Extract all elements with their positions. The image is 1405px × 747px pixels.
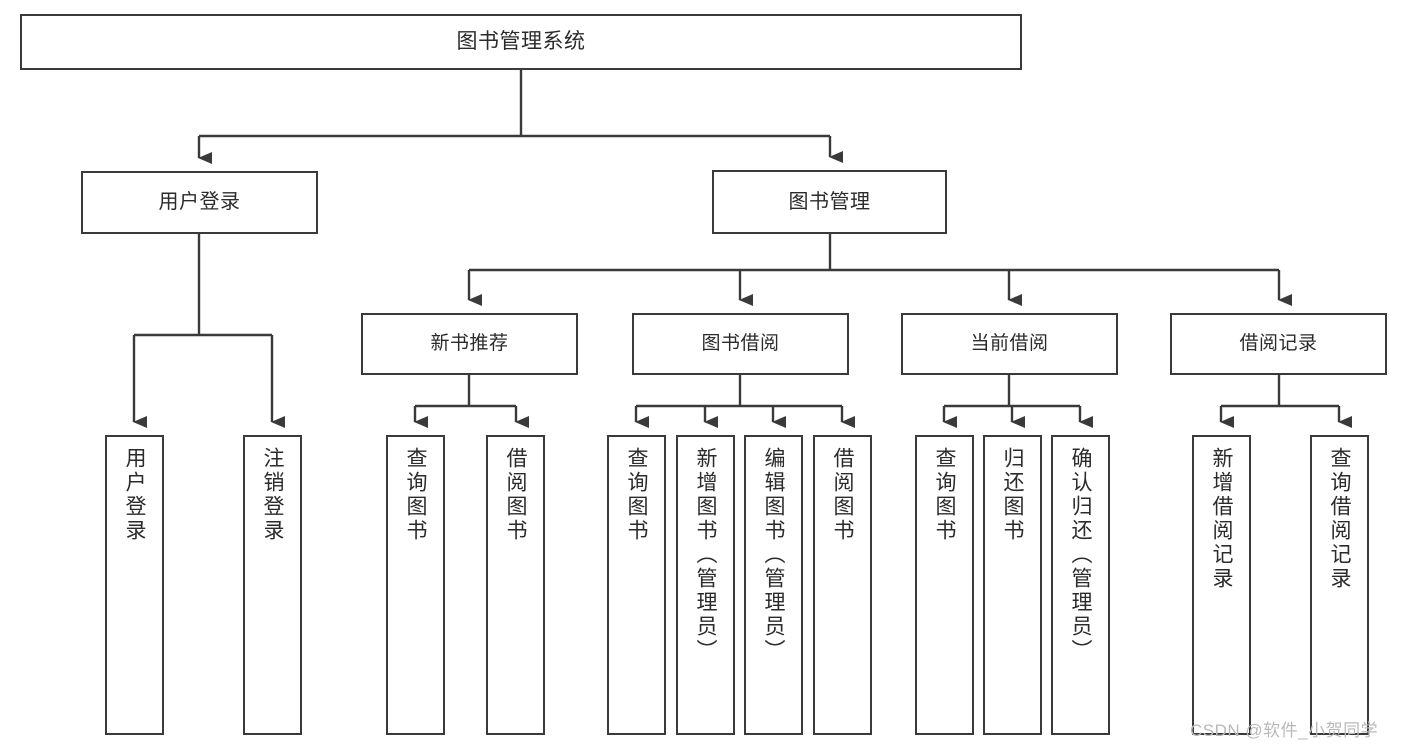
leaf-user-login[interactable]: 用户登录 [105,435,164,735]
node-book-borrow[interactable]: 图书借阅 [632,313,849,375]
node-root[interactable]: 图书管理系统 [20,14,1022,70]
node-borrow-record[interactable]: 借阅记录 [1170,313,1387,375]
leaf-add-borrow-record[interactable]: 新增借阅记录 [1192,435,1251,735]
leaf-borrow-book-recommend-label: 借阅图书 [504,447,527,543]
leaf-confirm-return-admin[interactable]: 确认归还（管理员） [1051,435,1110,735]
leaf-user-login-label: 用户登录 [123,447,146,543]
node-book-management[interactable]: 图书管理 [712,170,947,234]
node-user-login-label: 用户登录 [158,191,241,213]
leaf-confirm-return-admin-label: 确认归还（管理员） [1069,447,1092,663]
leaf-query-borrow-record[interactable]: 查询借阅记录 [1310,435,1369,735]
leaf-borrow-book[interactable]: 借阅图书 [813,435,872,735]
node-book-borrow-label: 图书借阅 [701,333,780,355]
node-root-label: 图书管理系统 [456,29,586,53]
leaf-edit-book-admin[interactable]: 编辑图书（管理员） [744,435,803,735]
node-current-borrow-label: 当前借阅 [970,333,1049,355]
leaf-logout-login[interactable]: 注销登录 [243,435,302,735]
leaf-query-book-recommend[interactable]: 查询图书 [386,435,445,735]
node-current-borrow[interactable]: 当前借阅 [901,313,1118,375]
leaf-query-book-current-label: 查询图书 [933,447,956,543]
leaf-query-book-borrow[interactable]: 查询图书 [607,435,666,735]
leaf-return-book-label: 归还图书 [1001,447,1024,543]
leaf-edit-book-admin-label: 编辑图书（管理员） [762,447,785,663]
node-book-management-label: 图书管理 [788,190,871,213]
csdn-watermark: CSDN @软件_小贺同学 [1190,721,1379,740]
leaf-add-book-admin-label: 新增图书（管理员） [694,447,717,663]
leaf-query-book-recommend-label: 查询图书 [404,447,427,543]
leaf-return-book[interactable]: 归还图书 [983,435,1042,735]
leaf-add-book-admin[interactable]: 新增图书（管理员） [676,435,735,735]
leaf-add-borrow-record-label: 新增借阅记录 [1210,447,1233,591]
node-new-book-recommend[interactable]: 新书推荐 [361,313,578,375]
node-new-book-recommend-label: 新书推荐 [430,333,509,355]
leaf-query-book-borrow-label: 查询图书 [625,447,648,543]
leaf-query-borrow-record-label: 查询借阅记录 [1328,447,1351,591]
leaf-logout-login-label: 注销登录 [261,447,284,543]
node-user-login[interactable]: 用户登录 [81,171,318,234]
leaf-query-book-current[interactable]: 查询图书 [915,435,974,735]
leaf-borrow-book-recommend[interactable]: 借阅图书 [486,435,545,735]
leaf-borrow-book-label: 借阅图书 [831,447,854,543]
node-borrow-record-label: 借阅记录 [1239,333,1318,355]
